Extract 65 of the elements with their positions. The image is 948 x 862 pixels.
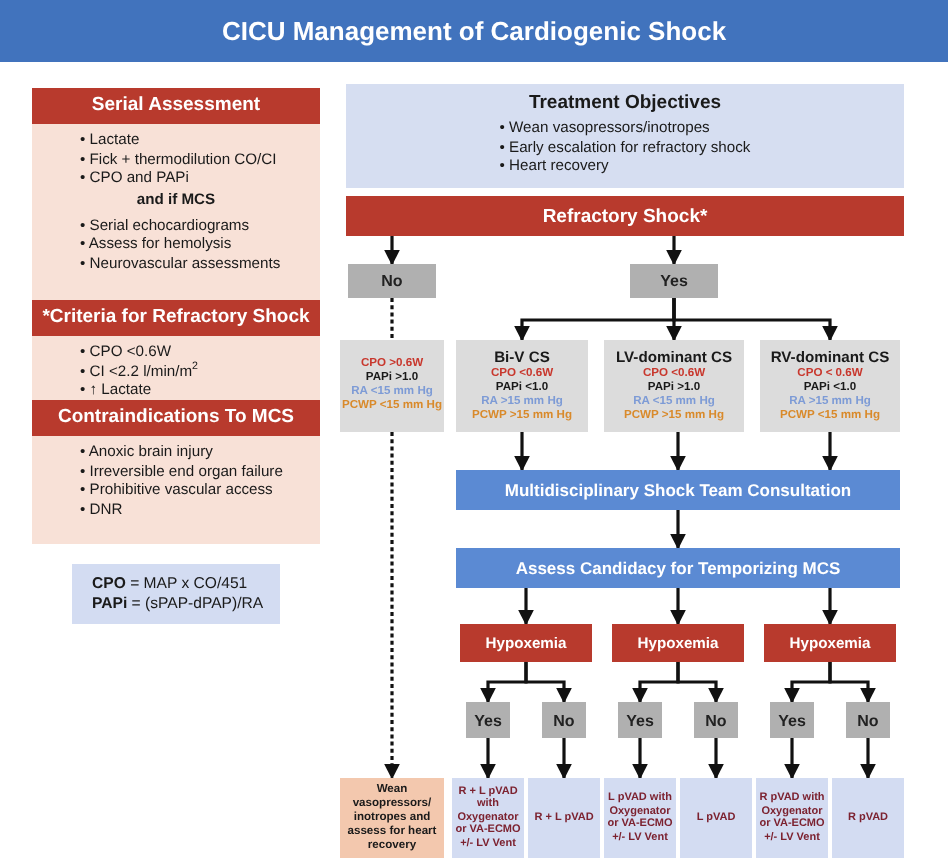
- title-text: CICU Management of Cardiogenic Shock: [219, 14, 729, 50]
- process-banner: [456, 470, 900, 510]
- objectives-box: [346, 84, 904, 188]
- arrow: [822, 432, 838, 472]
- process-banner: [456, 548, 900, 588]
- decision-banner: [346, 196, 904, 236]
- arrow: [556, 738, 572, 780]
- arrow: [670, 510, 686, 550]
- choice-box: [618, 702, 662, 738]
- arrow: [672, 298, 838, 342]
- box-label: Yes: [626, 711, 654, 729]
- arrow: [514, 432, 530, 472]
- arrow: [670, 588, 686, 626]
- box-label: Yes: [660, 272, 688, 290]
- formula-box: [72, 564, 280, 624]
- box-label: No: [857, 711, 879, 729]
- criteria-box: [604, 340, 744, 432]
- criteria-box: [456, 340, 588, 432]
- section-header: Contraindications To MCS: [32, 400, 320, 436]
- box-label: No: [553, 711, 575, 729]
- info-panel: [32, 400, 320, 544]
- arrow: [860, 738, 876, 780]
- arrow: [384, 236, 400, 266]
- decision-banner: [460, 624, 592, 662]
- choice-box: [846, 702, 890, 738]
- box-label: Assess Candidacy for Temporizing MCS: [515, 558, 841, 578]
- box-label: Refractory Shock*: [542, 205, 708, 227]
- info-panel: [32, 88, 320, 300]
- section-header: *Criteria for Refractory Shock: [32, 300, 320, 336]
- choice-box: [770, 702, 814, 738]
- choice-box: [694, 702, 738, 738]
- choice-box: [348, 264, 436, 298]
- outcome-box: [528, 778, 600, 858]
- section-header: Serial Assessment: [32, 88, 320, 124]
- box-label: Yes: [474, 711, 502, 729]
- arrow: [784, 738, 800, 780]
- connector-line: [390, 298, 394, 340]
- choice-box: [542, 702, 586, 738]
- outcome-box: [832, 778, 904, 858]
- outcome-box: [680, 778, 752, 858]
- arrow: [518, 588, 534, 626]
- arrow: [666, 236, 682, 266]
- choice-box: [630, 264, 718, 298]
- decision-banner: [764, 624, 896, 662]
- arrow: [828, 662, 876, 704]
- outcome-box: [756, 778, 828, 858]
- box-label: No: [705, 711, 727, 729]
- arrow: [384, 432, 400, 780]
- box-label: No: [381, 272, 403, 290]
- arrow: [676, 662, 724, 704]
- choice-box: [466, 702, 510, 738]
- box-label: Multidisciplinary Shock Team Consultation: [504, 480, 852, 500]
- outcome-box: [604, 778, 676, 858]
- section-header: Treatment Objectives: [528, 92, 722, 116]
- arrow: [822, 588, 838, 626]
- arrow: [632, 738, 648, 780]
- info-panel: [32, 300, 320, 400]
- criteria-box: [760, 340, 900, 432]
- criteria-box: [340, 340, 444, 432]
- arrow: [670, 432, 686, 472]
- decision-banner: [612, 624, 744, 662]
- arrow: [480, 738, 496, 780]
- arrow: [708, 738, 724, 780]
- arrow: [524, 662, 572, 704]
- box-label: Yes: [778, 711, 806, 729]
